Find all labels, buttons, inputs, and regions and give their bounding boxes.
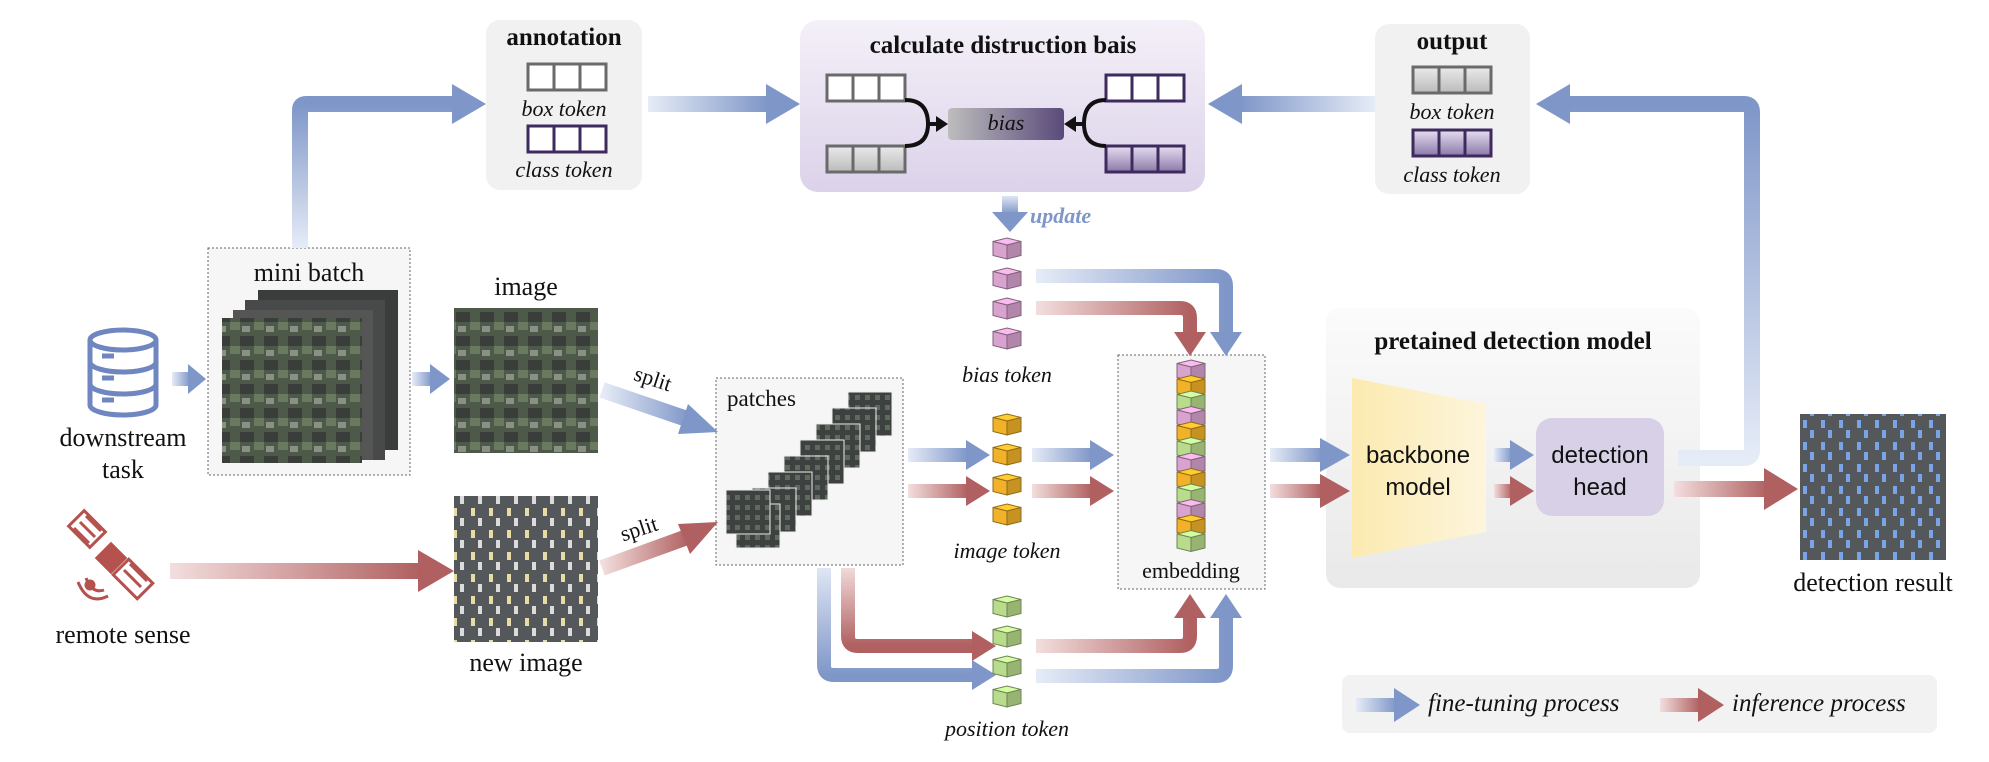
patch-tiles bbox=[725, 391, 893, 549]
bias-box-token-top bbox=[825, 73, 907, 103]
legend-panel bbox=[1342, 675, 1937, 733]
legend-blue-arrowhead bbox=[1394, 688, 1420, 722]
output-title: output bbox=[1416, 28, 1488, 55]
bias-arrowhead-left bbox=[936, 116, 948, 132]
inference-arrows bbox=[170, 301, 1798, 661]
bias-cube bbox=[992, 267, 1022, 290]
bias-bar bbox=[948, 108, 1064, 140]
bias-cube bbox=[992, 297, 1022, 320]
bias-cube bbox=[992, 237, 1022, 260]
bias-box-token-bottom bbox=[825, 144, 907, 174]
legend-inference-label: inference process bbox=[1732, 690, 1906, 717]
image-cube bbox=[992, 413, 1022, 436]
position-cube bbox=[992, 685, 1022, 708]
bias-panel-title: calculate distruction bais bbox=[869, 32, 1137, 59]
bias-class-token-bottom bbox=[1104, 144, 1186, 174]
bias-cube bbox=[992, 327, 1022, 350]
embedding-label: embedding bbox=[1142, 558, 1240, 583]
backbone-block bbox=[1352, 378, 1486, 558]
bias-label: bias bbox=[987, 110, 1025, 135]
image-thumbnail bbox=[454, 308, 598, 453]
new-image-thumbnail bbox=[454, 496, 598, 642]
position-cube bbox=[992, 655, 1022, 678]
position-cube bbox=[992, 595, 1022, 618]
bias-token-label: bias token bbox=[962, 362, 1052, 387]
annotation-title: annotation bbox=[506, 24, 622, 51]
legend-red-arrowhead bbox=[1698, 688, 1724, 722]
embedding-cube bbox=[1176, 483, 1206, 506]
position-cube bbox=[992, 625, 1022, 648]
downstream-task-label: downstream task bbox=[59, 423, 187, 484]
embedding-cube bbox=[1176, 359, 1206, 382]
position-token-cubes bbox=[992, 595, 1022, 708]
mini-batch-label: mini batch bbox=[253, 258, 365, 287]
detection-result-image bbox=[1800, 414, 1946, 560]
image-token-label: image token bbox=[953, 538, 1061, 563]
embedding-cube bbox=[1176, 436, 1206, 460]
output-class-token bbox=[1411, 128, 1493, 158]
bias-class-token-top bbox=[1104, 73, 1186, 103]
bias-merge-arrows bbox=[904, 98, 1107, 148]
output-box-token bbox=[1411, 65, 1493, 95]
bias-token-cubes bbox=[992, 237, 1022, 350]
update-label: update bbox=[1030, 203, 1092, 228]
position-token-label: position token bbox=[944, 716, 1070, 741]
embedding-cubes bbox=[1176, 359, 1206, 553]
detection-result-label: detection result bbox=[1793, 568, 1953, 597]
detection-head-block bbox=[1536, 418, 1664, 516]
image-cube bbox=[992, 503, 1022, 526]
detection-head-label: detection head bbox=[1551, 442, 1649, 501]
mini-batch-images bbox=[222, 290, 398, 463]
embedding-cube bbox=[1176, 529, 1206, 553]
image-cube bbox=[992, 473, 1022, 496]
legend-red-arrow bbox=[1660, 698, 1700, 712]
patches-label: patches bbox=[727, 386, 796, 411]
output-class-token-label: class token bbox=[1403, 162, 1501, 187]
annotation-class-token-label: class token bbox=[515, 157, 613, 182]
fine-tuning-arrows bbox=[172, 84, 1760, 690]
image-cube bbox=[992, 443, 1022, 466]
image-label: image bbox=[494, 272, 558, 301]
image-token-cubes bbox=[992, 413, 1022, 526]
model-title: pretained detection model bbox=[1374, 328, 1652, 355]
new-image-label: new image bbox=[469, 648, 583, 677]
annotation-box-token-label: box token bbox=[521, 96, 607, 121]
annotation-class-token bbox=[526, 124, 608, 154]
backbone-label: backbone model bbox=[1365, 442, 1471, 501]
output-box-token-label: box token bbox=[1409, 99, 1495, 124]
bias-arrowhead-right bbox=[1064, 116, 1076, 132]
legend-blue-arrow bbox=[1356, 698, 1396, 712]
legend-fine-tuning-label: fine-tuning process bbox=[1428, 690, 1620, 717]
remote-sense-label: remote sense bbox=[55, 620, 191, 649]
annotation-box-token bbox=[526, 62, 608, 92]
satellite-icon bbox=[66, 508, 155, 601]
database-icon bbox=[87, 327, 159, 418]
